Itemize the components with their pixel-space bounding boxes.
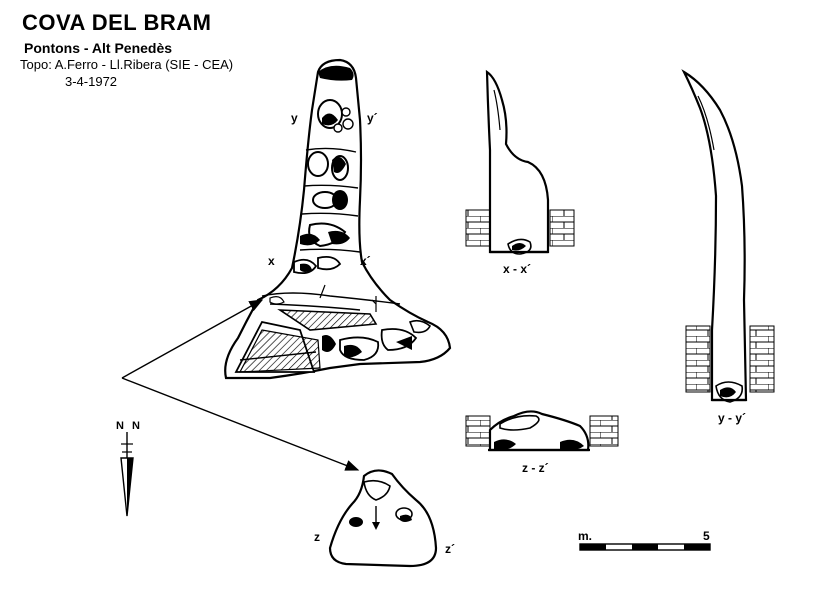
cave-plan (224, 58, 452, 380)
cut-label-z: z (314, 530, 320, 544)
survey-credit: Topo: A.Ferro - Ll.Ribera (SIE - CEA) (20, 57, 234, 72)
cut-label-x-prime: x´ (360, 254, 371, 268)
entrance-block (318, 65, 354, 81)
cut-label-z-prime: z´ (445, 542, 455, 556)
north-letter-2: N (132, 420, 140, 432)
scale-max-label: 5 (703, 529, 710, 543)
section-label-yy: y - y´ (718, 411, 747, 425)
section-yy (681, 69, 775, 403)
survey-date: 3-4-1972 (65, 74, 118, 89)
cut-label-y-prime: y´ (367, 111, 378, 125)
cut-label-x: x (268, 254, 275, 268)
north-letter-1: N (116, 420, 124, 432)
cut-label-y: y (291, 111, 298, 125)
location-subtitle: Pontons - Alt Penedès (24, 40, 173, 56)
leader-arrows (121, 299, 360, 471)
hatched-slab (277, 309, 378, 331)
scale-bar (579, 543, 711, 551)
north-arrow (120, 432, 134, 517)
z-detail (328, 469, 438, 568)
scale-unit-label: m. (578, 529, 593, 543)
map-title: COVA DEL BRAM (22, 10, 212, 35)
hatched-floor (238, 329, 321, 373)
section-label-zz: z - z´ (522, 461, 549, 475)
section-zz (465, 410, 619, 452)
section-label-xx: x - x´ (503, 262, 532, 276)
section-xx (465, 69, 575, 255)
